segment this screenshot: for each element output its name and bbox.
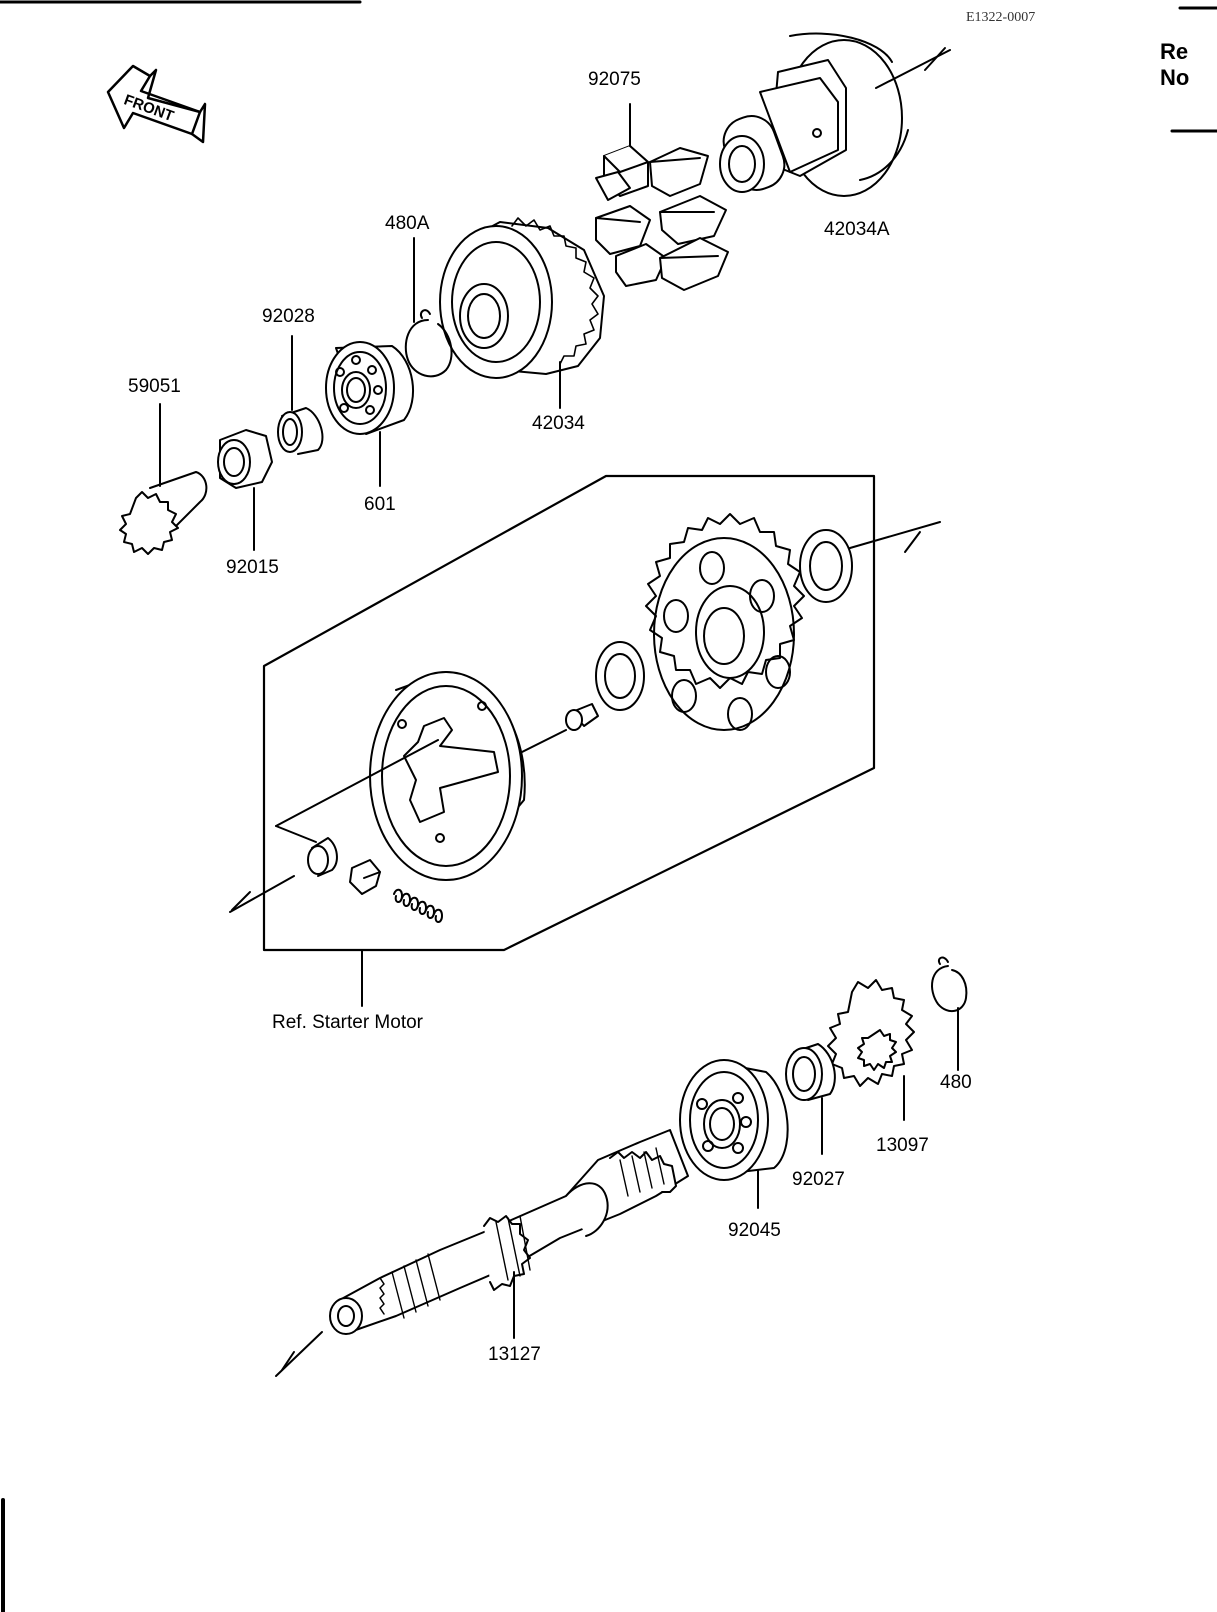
label-13097: 13097 (876, 1135, 929, 1156)
label-13127: 13127 (488, 1344, 541, 1365)
part-13097-sprocket (827, 979, 915, 1121)
label-601: 601 (364, 494, 396, 515)
side-tab-line2: No (1160, 65, 1190, 90)
clutch-roller (307, 837, 338, 877)
label-92045: 92045 (728, 1220, 781, 1241)
side-tab-line1: Re (1160, 39, 1189, 64)
part-480-circlip (931, 956, 968, 1071)
part-601-bearing (325, 341, 415, 487)
axis-line-left (229, 875, 295, 913)
label-92028: 92028 (262, 306, 315, 327)
one-way-clutch (275, 671, 526, 881)
part-92045-bearing (679, 1059, 789, 1209)
part-92015-nut (217, 429, 273, 551)
washer-right (799, 521, 941, 603)
label-92015: 92015 (226, 557, 279, 578)
part-92028-collar (277, 335, 324, 455)
label-480A: 480A (385, 213, 430, 234)
part-480A-circlip (404, 237, 453, 378)
clutch-spring (393, 888, 443, 923)
label-42034A: 42034A (824, 219, 890, 240)
figure-code: E1322-0007 (966, 10, 1036, 25)
label-480: 480 (940, 1072, 972, 1093)
label-42034: 42034 (532, 413, 585, 434)
washer-left (595, 641, 645, 711)
part-59051-pinion (119, 403, 208, 555)
label-59051: 59051 (128, 376, 181, 397)
label-ref-starter-motor: Ref. Starter Motor (272, 1012, 423, 1033)
part-42034A-housing (719, 32, 951, 197)
part-92027-collar (785, 1043, 836, 1155)
part-92075-dampers (595, 103, 729, 291)
ref-starter-frame (262, 474, 876, 952)
starter-sprocket (645, 513, 805, 731)
label-92075: 92075 (588, 69, 641, 90)
label-92027: 92027 (792, 1169, 845, 1190)
part-13127-shaft (275, 1129, 689, 1377)
part-42034-gear (439, 217, 605, 409)
front-arrow-icon (106, 64, 207, 144)
clutch-plunger (349, 859, 381, 895)
